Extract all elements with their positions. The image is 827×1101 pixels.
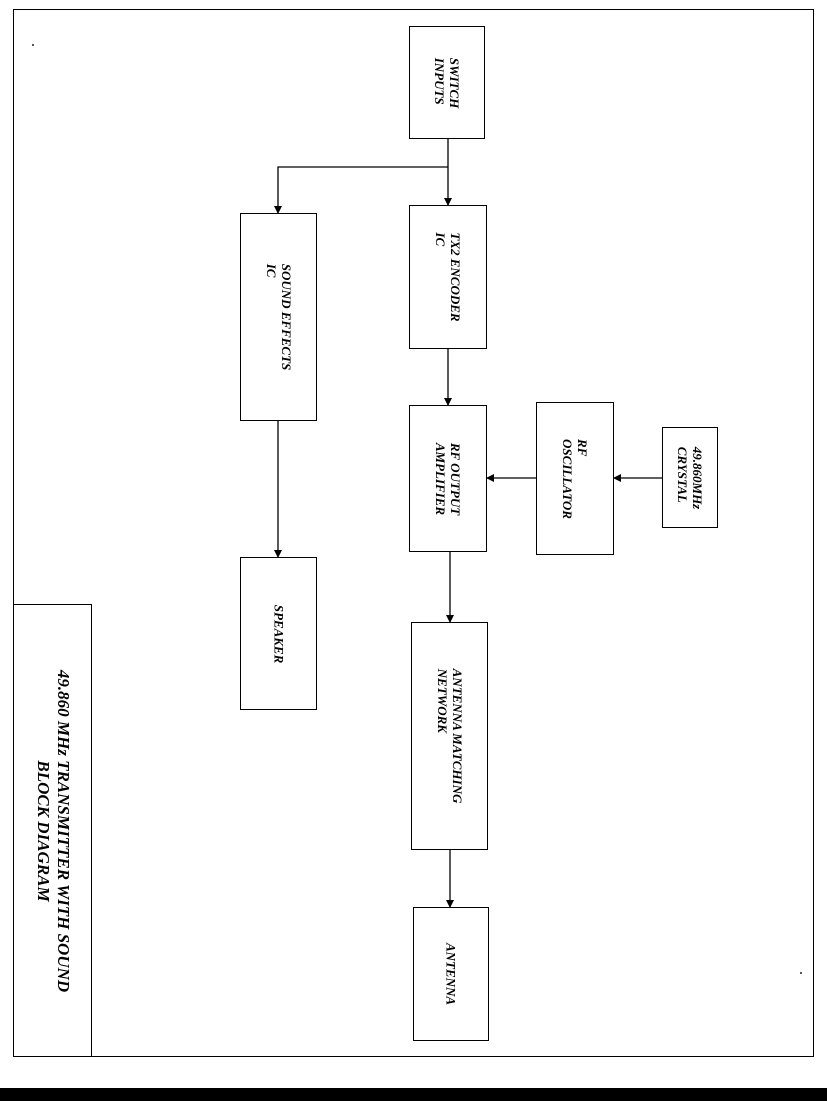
switch-inputs-label: SWITCH: [447, 57, 462, 108]
diagram-frame: [13, 9, 814, 1057]
antenna-matching-label-2: NETWORK: [434, 668, 450, 733]
speaker-label: SPEAKER: [271, 604, 286, 663]
rf-oscillator-label: RF: [575, 438, 590, 456]
scan-bottom-edge: [0, 1088, 827, 1101]
switch-inputs-label-2: INPUTS: [432, 57, 447, 105]
wire-switch-to-sound: [274, 166, 448, 214]
rf-output-label-2: AMPLIFIER: [433, 442, 448, 515]
block-antenna: ANTENNA: [413, 907, 489, 1041]
rf-output-label: RF OUTPUT: [448, 442, 463, 515]
scan-speck: [32, 44, 34, 46]
crystal-label: 49.860MHz: [690, 446, 705, 509]
sound-effects-label-2: IC: [263, 263, 279, 278]
diagram-subtitle: BLOCK DIAGRAM: [33, 760, 53, 902]
block-speaker: SPEAKER: [240, 557, 317, 710]
antenna-matching-label: ANTENNA MATCHING: [449, 668, 465, 804]
rf-oscillator-label-2: OSCILLATOR: [560, 438, 575, 519]
antenna-label: ANTENNA: [443, 942, 459, 1006]
scan-speck: [800, 972, 802, 974]
crystal-label-2: CRYSTAL: [675, 446, 690, 503]
tx2-encoder-label-2: IC: [433, 232, 448, 247]
diagram-title: 49.860 MHz TRANSMITTER WITH SOUND: [53, 669, 73, 993]
tx2-encoder-label: TX2 ENCODER: [448, 232, 463, 322]
sound-effects-label: SOUND EFFECTS: [278, 263, 294, 371]
